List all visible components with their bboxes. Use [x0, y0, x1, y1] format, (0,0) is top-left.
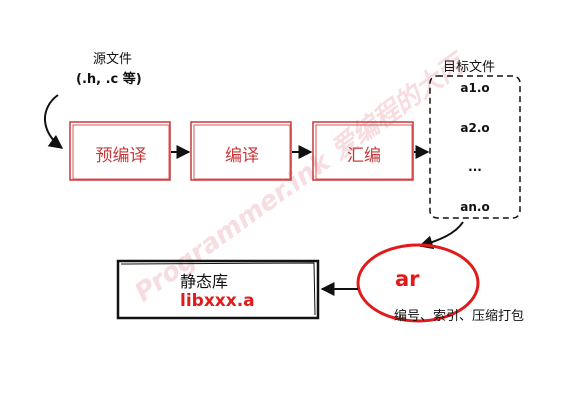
step-label-compile: 编译	[225, 146, 259, 166]
ar-label: ar	[395, 267, 420, 291]
source-arrow	[44, 94, 64, 149]
object-file-ellipsis: ...	[468, 160, 482, 174]
static-library-name: libxxx.a	[180, 291, 255, 311]
object-file: a2.o	[460, 121, 490, 135]
target-files-title: 目标文件	[443, 60, 496, 75]
source-files-title: 源文件	[93, 52, 133, 67]
step-label-preprocess: 预编译	[95, 146, 147, 166]
arrow-target-ar	[418, 221, 464, 250]
step-box-preprocess	[69, 121, 171, 181]
ar-ellipse	[356, 243, 480, 323]
target-files-box	[429, 75, 521, 219]
step-box-assemble	[312, 121, 414, 181]
step-label-assemble: 汇编	[347, 146, 381, 166]
static-library-title: 静态库	[180, 272, 229, 291]
step-box-compile	[190, 121, 292, 181]
object-file: an.o	[460, 200, 490, 214]
static-library-box	[116, 259, 320, 320]
object-file: a1.o	[460, 81, 490, 95]
source-files-extensions: (.h, .c 等)	[76, 72, 142, 87]
ar-description: 编号、索引、压缩打包	[394, 309, 525, 324]
